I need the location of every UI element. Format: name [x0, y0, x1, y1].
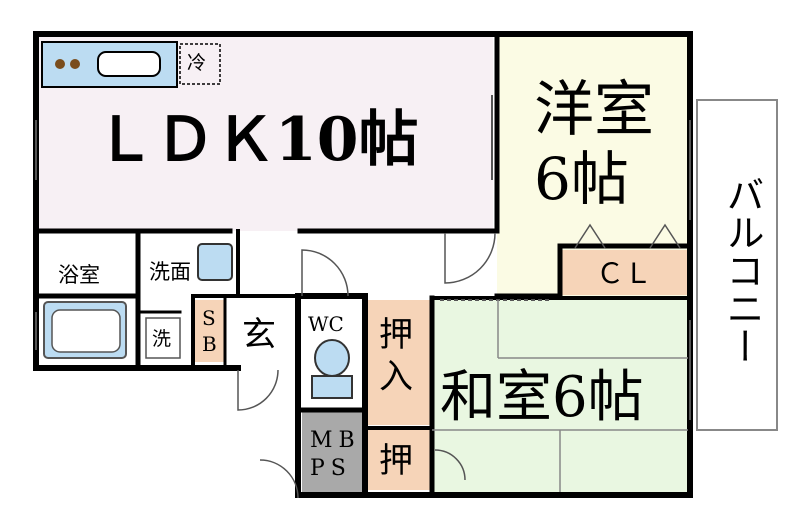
- door-swings: [237, 223, 681, 499]
- oshiire-area: [368, 300, 430, 425]
- window-marks: [35, 95, 691, 420]
- western-room-label-line1: 洋室: [534, 75, 654, 145]
- fridge-label: 冷: [187, 52, 207, 74]
- closet-area: [560, 250, 688, 295]
- ldk-label: ＬＤＫ10帖: [95, 105, 419, 175]
- walls: [33, 31, 693, 498]
- sink-icon: [97, 51, 161, 77]
- oshiire-label-line1: 押: [379, 315, 413, 355]
- fridge-outline: [179, 43, 221, 85]
- burner-icon: [70, 59, 80, 69]
- mbps-area: [302, 412, 364, 492]
- toilet-label: WC: [308, 312, 344, 336]
- toilet-tank-icon: [311, 375, 353, 399]
- toilet-bowl-icon: [314, 339, 350, 377]
- japanese-room-label: 和室6帖: [440, 365, 644, 430]
- shoebox-area: [195, 300, 225, 362]
- entrance-label: 玄: [242, 315, 276, 355]
- shoebox-label-line1: S: [202, 306, 216, 330]
- closet-label: ＣＬ: [596, 257, 653, 290]
- shoebox-label-line2: B: [202, 332, 217, 356]
- balcony-label: バルコニー: [720, 175, 764, 365]
- oshiire-label-line2: 入: [379, 357, 413, 397]
- washroom-label: 洗面: [149, 260, 191, 284]
- western-room-label-line2: 6帖: [534, 145, 629, 213]
- oshi-area: [368, 430, 430, 490]
- balcony-area: [696, 99, 778, 431]
- washbasin-icon: [197, 243, 233, 281]
- mbps-label-line2: PS: [310, 456, 352, 481]
- bathtub-inner: [51, 309, 121, 353]
- bath-label: 浴室: [58, 263, 100, 287]
- washer-label: 洗: [152, 328, 172, 350]
- tatami-lines: [432, 300, 688, 492]
- oshi-label: 押: [379, 441, 413, 481]
- burner-icon: [55, 59, 65, 69]
- mbps-label-line1: MB: [310, 428, 361, 453]
- washer-icon: [145, 317, 181, 359]
